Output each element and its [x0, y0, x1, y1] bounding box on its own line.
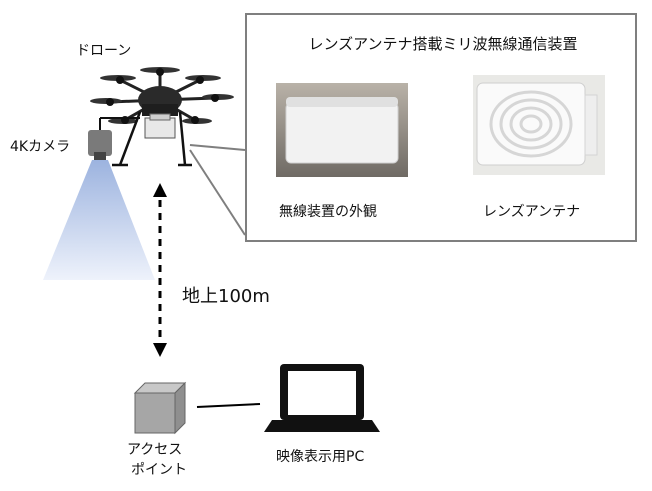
callout-connector — [189, 144, 246, 236]
access-point-label-line1: アクセス — [127, 442, 183, 458]
laptop-icon — [264, 364, 380, 432]
device-callout-box: レンズアンテナ搭載ミリ波無線通信装置 無線装置の外観 — [245, 13, 637, 242]
network-cable — [196, 403, 261, 408]
camera-icon — [88, 130, 112, 160]
access-point-label-line2: ポイント — [131, 462, 187, 478]
callout-title: レンズアンテナ搭載ミリ波無線通信装置 — [308, 35, 578, 53]
drone-label: ドローン — [76, 43, 132, 59]
camera-beam — [43, 160, 155, 280]
right-photo-caption: レンズアンテナ — [483, 204, 581, 220]
altitude-label: 地上100m — [182, 286, 270, 307]
access-point-label: アクセス ポイント — [127, 440, 187, 480]
camera-label: 4Kカメラ — [10, 139, 71, 155]
left-photo-caption: 無線装置の外観 — [279, 204, 377, 220]
display-pc-label: 映像表示用PC — [276, 449, 365, 465]
device-exterior-photo — [276, 83, 408, 177]
lens-antenna-photo — [473, 75, 605, 175]
altitude-arrow — [153, 183, 167, 357]
drone-icon — [90, 67, 234, 167]
access-point-icon — [133, 381, 187, 435]
